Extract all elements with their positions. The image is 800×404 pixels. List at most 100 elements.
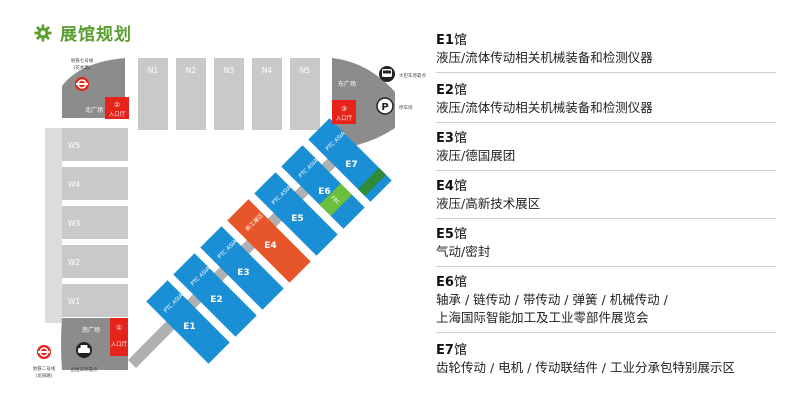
hall-id: E2 <box>210 295 222 305</box>
legend-item-e7: E7馆齿轮传动 / 电机 / 传动联结件 / 工业分承包特别展示区 <box>436 342 776 377</box>
entrance-2-number: ② <box>114 101 120 109</box>
legend-hall-suffix: 馆 <box>453 275 467 290</box>
legend-item-e6: E6馆轴承 / 链传动 / 带传动 / 弹簧 / 机械传动 /上海国际智能加工及… <box>436 274 776 333</box>
legend-item-e2: E2馆液压/流体传动相关机械装备和检测仪器 <box>436 82 776 123</box>
svg-text:P: P <box>381 102 388 113</box>
metro-line-2-marker: 地铁二号线 (龙阳路) <box>33 345 56 379</box>
legend-item-e4: E4馆液压/高新技术展区 <box>436 178 776 219</box>
metro-south-label-2: (龙阳路) <box>35 372 52 379</box>
hall-label: W2 <box>68 258 80 267</box>
hall-n3[interactable]: N3 <box>214 58 244 130</box>
legend-hall-id: E7 <box>436 343 454 358</box>
legend-hall-name: E4馆 <box>436 178 776 195</box>
bus-stop-label: 大巴车停靠点 <box>399 72 426 79</box>
hall-id: E1 <box>183 322 195 332</box>
legend-hall-name: E5馆 <box>436 226 776 243</box>
legend-divider <box>436 266 776 267</box>
hall-n4[interactable]: N4 <box>252 58 282 130</box>
legend-hall-id: E5 <box>436 227 454 242</box>
legend-hall-id: E4 <box>436 179 454 194</box>
east-plaza-label: 东广场 <box>338 80 356 88</box>
gear-icon <box>34 23 52 42</box>
hall-w2[interactable]: W2 <box>62 245 128 278</box>
south-plaza-label: 南广场 <box>82 326 100 334</box>
legend-hall-description: 液压/德国展团 <box>436 148 516 163</box>
hall-label: N4 <box>262 66 273 75</box>
hall-w1[interactable]: W1 <box>62 284 128 317</box>
hall-label: N1 <box>148 66 159 75</box>
legend-hall-id: E2 <box>436 83 454 98</box>
hall-label: N5 <box>300 66 311 75</box>
legend-hall-suffix: 馆 <box>453 131 467 146</box>
west-wall <box>45 128 62 323</box>
entrance-3-number: ③ <box>341 105 347 113</box>
legend-hall-id: E3 <box>436 131 454 146</box>
legend-hall-name: E6馆 <box>436 274 776 291</box>
hall-id: E3 <box>237 268 249 278</box>
legend-divider <box>436 218 776 219</box>
parking-icon <box>376 97 394 115</box>
parking-marker: P 停车场 <box>376 97 413 115</box>
legend-item-e5: E5馆气动/密封 <box>436 226 776 267</box>
legend-hall-suffix: 馆 <box>453 343 467 358</box>
bus-stop-marker: 大巴车停靠点 <box>379 66 426 82</box>
legend-hall-description: 气动/密封 <box>436 244 491 259</box>
hall-n5[interactable]: N5 <box>290 58 320 130</box>
hall-id: E6 <box>318 187 330 197</box>
hall-w3[interactable]: W3 <box>62 206 128 239</box>
legend-hall-name: E1馆 <box>436 32 776 49</box>
legend-hall-id: E6 <box>436 275 454 290</box>
page-title: 展馆规划 <box>34 20 132 45</box>
hall-label: W5 <box>68 141 80 150</box>
hall-id: E5 <box>291 214 303 224</box>
legend-divider <box>436 332 776 333</box>
hall-label: N2 <box>186 66 197 75</box>
legend-hall-description: 上海国际智能加工及工业零部件展览会 <box>436 310 649 325</box>
hall-id: E4 <box>264 241 276 251</box>
hall-id: E7 <box>345 160 357 170</box>
east-plaza-area <box>332 58 395 150</box>
legend-hall-description: 液压/流体传动相关机械装备和检测仪器 <box>436 50 653 65</box>
legend-item-e3: E3馆液压/德国展团 <box>436 130 776 171</box>
hall-label: N3 <box>224 66 235 75</box>
fbc-label: FBC <box>329 195 340 206</box>
legend-hall-suffix: 馆 <box>453 179 467 194</box>
metro-line-7-marker: 地铁七号线 (花木路) <box>71 57 94 91</box>
entrance-3-label: 入口厅 <box>336 115 353 122</box>
hall-label: W1 <box>68 297 80 306</box>
legend-divider <box>436 72 776 73</box>
legend-hall-id: E1 <box>436 33 454 48</box>
parking-label: 停车场 <box>399 104 413 111</box>
legend-hall-description: 齿轮传动 / 电机 / 传动联结件 / 工业分承包特别展示区 <box>436 360 735 375</box>
hall-w4[interactable]: W4 <box>62 167 128 200</box>
legend-divider <box>436 122 776 123</box>
metro-north-label-1: 地铁七号线 <box>71 57 94 64</box>
page-title-text: 展馆规划 <box>60 25 132 45</box>
entrance-1[interactable]: ① 入口厅 <box>110 318 128 356</box>
hall-n2[interactable]: N2 <box>176 58 206 130</box>
legend-hall-description: 液压/流体传动相关机械装备和检测仪器 <box>436 100 653 115</box>
entrance-2[interactable]: ② 入口厅 <box>105 97 129 119</box>
legend-hall-name: E2馆 <box>436 82 776 99</box>
legend-hall-suffix: 馆 <box>453 83 467 98</box>
legend-hall-suffix: 馆 <box>453 33 467 48</box>
legend-hall-suffix: 馆 <box>453 227 467 242</box>
hall-w5[interactable]: W5 <box>62 128 128 161</box>
legend-hall-name: E7馆 <box>436 342 776 359</box>
hall-label: W4 <box>68 180 80 189</box>
taxi-stop-marker: 出租车停靠点 <box>71 342 98 373</box>
hall-n1[interactable]: N1 <box>138 58 168 130</box>
metro-north-label-2: (花木路) <box>73 64 90 71</box>
entrance-3[interactable]: ③ 入口厅 <box>332 100 356 124</box>
legend-hall-description: 液压/高新技术展区 <box>436 196 541 211</box>
legend-item-e1: E1馆液压/流体传动相关机械装备和检测仪器 <box>436 32 776 73</box>
